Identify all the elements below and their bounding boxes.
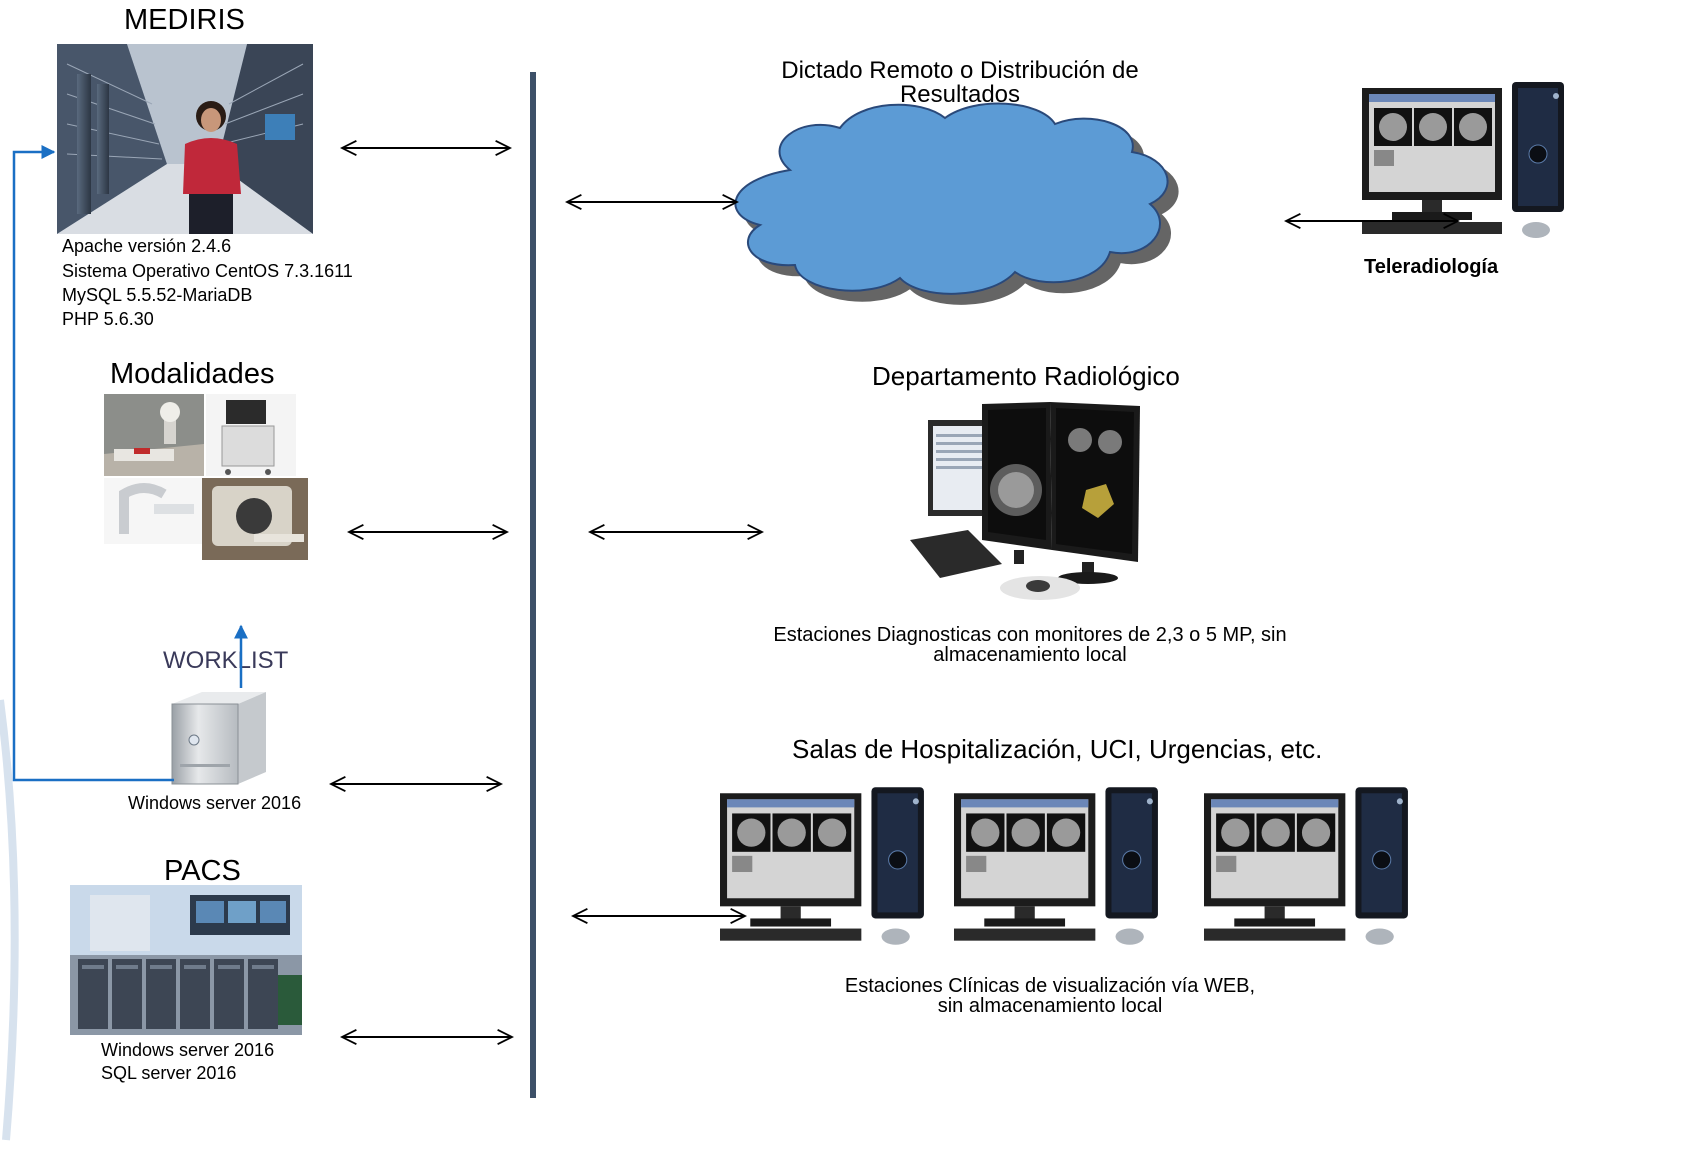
mediris-spec-php: PHP 5.6.30 (62, 309, 154, 329)
mediris-spec-mysql: MySQL 5.5.52-MariaDB (62, 285, 253, 305)
worklist-caption: Windows server 2016 (128, 793, 302, 813)
worklist-logo-text: WORKLIST (163, 647, 289, 674)
remote-title-line2: Resultados (899, 81, 1021, 108)
cloud-label-line2: Dedicado (873, 224, 967, 249)
radiology-caption-line2: almacenamiento local (933, 644, 1127, 666)
cloud-label-line1: Internet o Enlace (836, 194, 1004, 219)
diagnostic-workstation-image (910, 400, 1160, 610)
remote-title: Dictado Remoto o Distribución de Resulta… (740, 59, 1180, 107)
wards-title: Salas de Hospitalización, UCI, Urgencias… (792, 734, 1323, 764)
decorative-swoosh (0, 699, 19, 1141)
mediris-server-room-photo (57, 44, 313, 234)
clinical-workstation-image-3 (1204, 787, 1414, 955)
pacs-caption-windows: Windows server 2016 (101, 1040, 275, 1060)
clinical-workstation-image-1 (720, 787, 930, 955)
wards-caption: Estaciones Clínicas de visualización vía… (760, 976, 1340, 1016)
modalities-collage-image (104, 394, 308, 560)
mediris-spec-os: Sistema Operativo CentOS 7.3.1611 (62, 261, 353, 281)
pacs-title: PACS (164, 855, 241, 887)
wards-caption-line1: Estaciones Clínicas de visualización vía… (844, 975, 1256, 997)
teleradiology-workstation-image (1362, 82, 1570, 248)
modalidades-title: Modalidades (110, 358, 275, 390)
mediris-title: MEDIRIS (124, 4, 245, 36)
worklist-server-icon (168, 690, 270, 786)
wards-caption-line2: sin almacenamiento local (937, 995, 1163, 1017)
cloud-label: Internet o Enlace Dedicado (790, 192, 1050, 252)
clinical-workstation-image-2 (954, 787, 1164, 955)
remote-title-line1: Dictado Remoto o Distribución de (781, 57, 1139, 84)
pacs-datacenter-image (70, 885, 302, 1035)
radiology-caption: Estaciones Diagnosticas con monitores de… (720, 625, 1340, 665)
radiology-title: Departamento Radiológico (872, 361, 1180, 391)
pacs-caption-sql: SQL server 2016 (101, 1063, 237, 1083)
teleradiology-label: Teleradiología (1364, 256, 1499, 278)
radiology-caption-line1: Estaciones Diagnosticas con monitores de… (773, 624, 1287, 646)
mediris-spec-apache: Apache versión 2.4.6 (62, 236, 232, 256)
